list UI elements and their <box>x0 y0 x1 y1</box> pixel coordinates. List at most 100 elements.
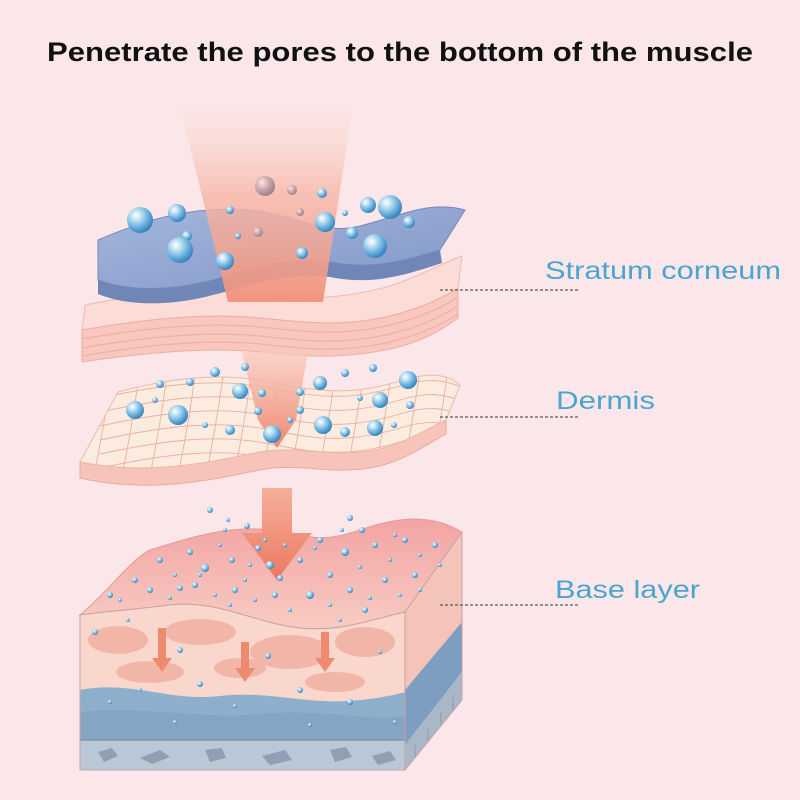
bubble <box>263 538 267 542</box>
bubble <box>297 557 303 563</box>
dermis-grid-line <box>173 375 197 468</box>
tissue-blob <box>250 635 330 669</box>
bubble <box>341 369 349 377</box>
bubble <box>393 720 397 724</box>
bubble <box>213 593 217 597</box>
bubble <box>167 237 193 263</box>
dermis-grid-line <box>99 394 460 413</box>
stone-shape <box>98 748 118 762</box>
bubble <box>288 608 292 612</box>
bubble <box>341 548 349 556</box>
base-side-outline <box>404 530 463 772</box>
base-side-bottom-strip <box>405 672 462 770</box>
tissue-blob <box>305 672 365 692</box>
bubble <box>263 425 281 443</box>
dermis-grid-line <box>145 375 169 468</box>
bubble <box>296 208 304 216</box>
bubble <box>342 210 348 216</box>
bubble <box>378 195 402 219</box>
stone-shape <box>330 747 352 762</box>
bubble <box>317 537 323 543</box>
bubble <box>173 720 177 724</box>
bubble <box>108 700 112 704</box>
bubble <box>412 572 418 578</box>
bubble <box>313 376 327 390</box>
bubble <box>187 549 193 555</box>
penetration-arrow-lower <box>242 488 312 580</box>
bubble <box>244 523 250 529</box>
bubble <box>399 371 417 389</box>
bubble <box>315 212 335 232</box>
bubble <box>235 233 241 239</box>
bubble <box>218 543 222 547</box>
bubble <box>362 607 368 613</box>
bubble <box>232 383 248 399</box>
bubble <box>233 704 237 708</box>
bubble <box>243 578 247 582</box>
bubble <box>368 596 372 600</box>
base-front-blue-shade <box>80 710 405 745</box>
bubble <box>328 603 332 607</box>
dermis-grid-line <box>99 422 460 441</box>
bubble <box>127 207 153 233</box>
bubble <box>438 563 442 567</box>
bubble <box>255 176 275 196</box>
bubble <box>168 596 172 600</box>
bubble <box>226 518 230 522</box>
penetration-beam <box>178 98 354 302</box>
bubble <box>210 367 220 377</box>
bubble <box>398 593 402 597</box>
bubbles-base-layer <box>92 507 442 727</box>
bubble <box>359 527 365 533</box>
bubble <box>147 587 153 593</box>
bubble <box>126 618 130 622</box>
bubble <box>347 515 353 521</box>
bubble <box>152 397 158 403</box>
bubble <box>118 598 122 602</box>
bubble <box>202 422 208 428</box>
bubble <box>223 528 227 532</box>
bubble <box>228 603 232 607</box>
bubble <box>207 507 213 513</box>
bubble <box>367 420 383 436</box>
bubble <box>92 629 98 635</box>
bubble <box>358 565 362 569</box>
bubble <box>313 546 317 550</box>
bubble <box>138 688 142 692</box>
bubble <box>363 234 387 258</box>
bubble <box>403 216 415 228</box>
bubble <box>229 557 235 563</box>
small-down-arrow <box>235 642 255 682</box>
stratum-pink-stripe <box>81 305 459 349</box>
label-base-layer: Base layer <box>555 576 700 604</box>
bubble <box>258 389 266 397</box>
stratum-pink-stripe <box>81 313 459 357</box>
bubble <box>266 561 274 569</box>
base-side-blue-band <box>405 622 462 745</box>
base-front-face <box>80 604 405 770</box>
bubble <box>306 591 314 599</box>
label-dermis: Dermis <box>556 387 655 415</box>
dermis-grid-line <box>201 375 225 468</box>
page-title: Penetrate the pores to the bottom of the… <box>47 37 753 67</box>
stone-shape <box>372 751 396 765</box>
small-down-arrow <box>315 632 335 672</box>
bubble <box>327 572 333 578</box>
bubble <box>393 533 397 537</box>
bubble <box>156 380 164 388</box>
bubble <box>216 252 234 270</box>
small-down-arrow <box>152 628 172 672</box>
bubble <box>296 406 304 414</box>
bubble <box>186 378 194 386</box>
bubble <box>296 388 304 396</box>
base-small-arrows <box>152 628 335 682</box>
bubbles-dermis <box>126 363 417 443</box>
bubble <box>253 227 263 237</box>
label-stratum-corneum: Stratum corneum <box>545 257 781 285</box>
bubble <box>296 247 308 259</box>
tissue-blob <box>88 626 148 654</box>
bubble <box>157 557 163 563</box>
bubble <box>287 417 293 423</box>
base-front-bottom-strip <box>80 740 405 770</box>
bubble <box>132 577 138 583</box>
